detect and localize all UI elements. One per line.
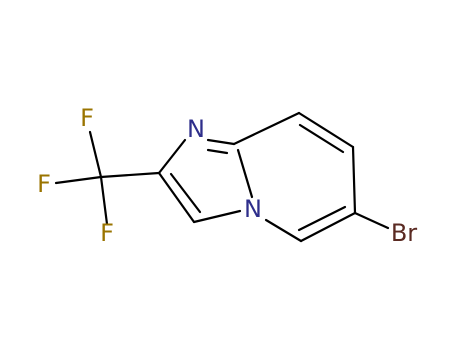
bond-c7-c6 bbox=[351, 145, 357, 215]
bond-c6-c5-inner bbox=[297, 205, 347, 232]
atom-label-f2: F bbox=[37, 170, 51, 198]
bond-c8a-c8 bbox=[232, 111, 301, 146]
bond-cf3-f1 bbox=[88, 130, 103, 179]
atom-label-n4: N bbox=[244, 195, 262, 223]
atom-labels: N N Br F F F bbox=[37, 104, 417, 247]
bonds bbox=[54, 111, 390, 243]
bond-c2-cf3 bbox=[99, 171, 161, 179]
bond-c8-c7 bbox=[297, 111, 355, 149]
bond-cf3-f2 bbox=[54, 175, 103, 185]
atom-label-n1: N bbox=[187, 115, 205, 143]
bond-n1-c8a bbox=[206, 138, 236, 146]
bond-c2-c3 bbox=[157, 171, 196, 224]
bond-c6-c5 bbox=[299, 211, 357, 243]
bond-c8-c7-inner bbox=[298, 123, 345, 154]
bond-cf3-f3 bbox=[99, 175, 109, 226]
bond-c5-n4 bbox=[264, 218, 303, 243]
bond-c6-br bbox=[353, 211, 390, 230]
bond-n4-c8a bbox=[236, 148, 254, 199]
atom-label-br: Br bbox=[391, 219, 417, 247]
bond-c2-n1 bbox=[157, 138, 187, 175]
bond-c2-c3-inner bbox=[169, 172, 202, 214]
atom-label-f1: F bbox=[80, 104, 94, 132]
bond-c3-n4 bbox=[192, 209, 242, 224]
atom-label-f3: F bbox=[100, 219, 114, 247]
bond-n1-c8a-inner bbox=[206, 148, 229, 155]
